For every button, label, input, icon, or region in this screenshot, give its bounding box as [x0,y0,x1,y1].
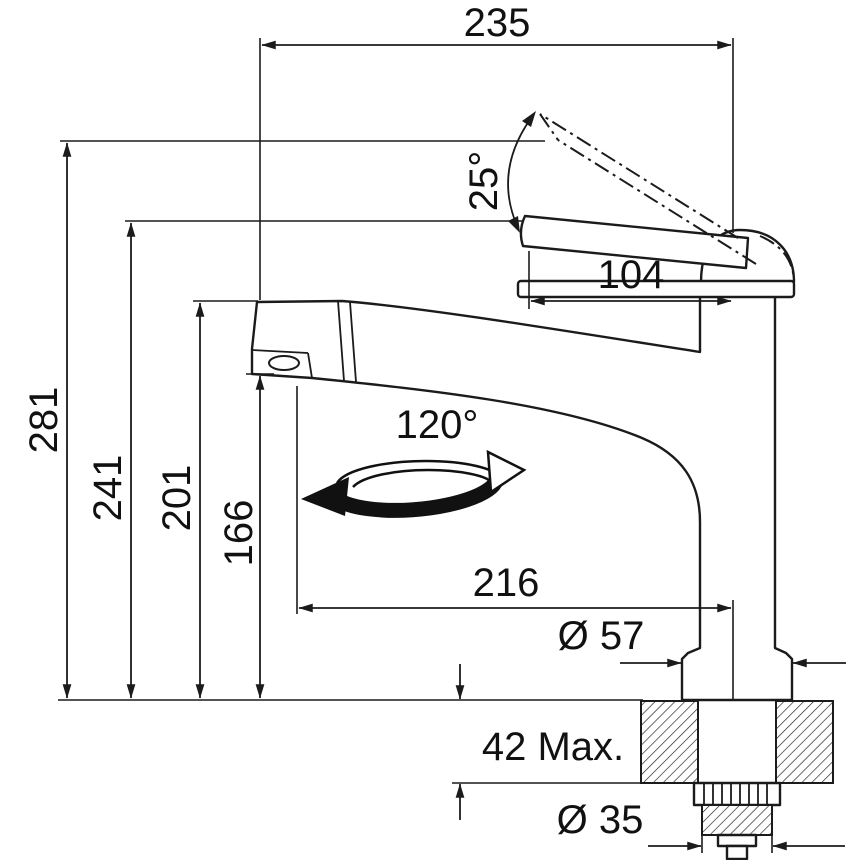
dashed-handle-top-edge [539,113,739,239]
dim-label-120deg: 120° [396,403,479,447]
dim-label-216: 216 [473,561,540,605]
faucet-body-and-spout [250,294,794,702]
angle-arc-arrow-top [522,111,536,127]
rotation-band-front [328,468,504,518]
rotation-arrow-icon [301,449,527,518]
threaded-shank [701,804,773,836]
dim-label-57: Ø 57 [558,614,645,658]
handle-alternate-position [539,113,795,283]
extension-lines [58,38,773,853]
dim-label-166: 166 [217,500,261,567]
sprayhead-joint-line-2 [349,301,357,383]
dimension-lines [62,40,846,851]
rotation-band-back-inner [352,468,491,488]
dimension-labels: 235 281 241 201 166 25° 104 120° 216 Ø 5… [22,1,664,842]
rotation-arrow-outline-head [486,449,527,495]
dashed-handle-bottom-edge [557,139,757,265]
dashed-handle-pivot-arc [759,235,795,283]
spray-button [268,355,300,371]
hose-nut [716,833,758,848]
dim-label-281: 281 [22,387,66,454]
hose [725,844,749,860]
dim-label-35: Ø 35 [557,798,644,842]
dashed-handle-tip [539,113,559,141]
sprayhead-step-line [251,349,309,354]
dim-label-25deg: 25° [462,151,506,212]
counter-slab-left [640,700,699,784]
counter-slab-right [775,700,834,784]
angle-arc [507,113,535,229]
dim-label-201: 201 [155,465,199,532]
faucet-outline [250,214,796,702]
angle-arc-arrow-bottom [508,216,520,233]
countertop-section [640,700,834,860]
handle-angle-arc [507,111,536,233]
dim-label-241: 241 [86,455,130,522]
dim-label-104: 104 [598,253,665,297]
locknut-knurling [703,783,768,805]
rotation-arrow-solid-head [301,477,349,516]
dim-label-235: 235 [464,1,531,45]
dim-label-42max: 42 Max. [482,725,624,769]
sprayhead-joint-line-1 [337,300,345,382]
sprayhead-step-vertical [307,352,313,379]
